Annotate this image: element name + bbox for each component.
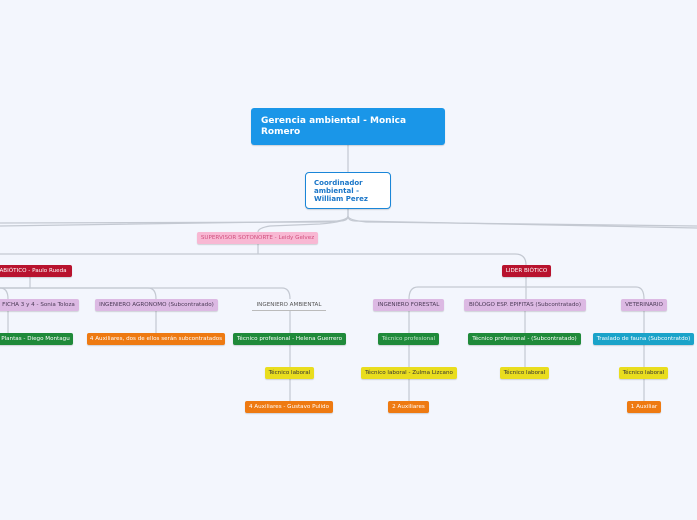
abiotico-leader-node[interactable]: ABIÓTICO - Paulo Rueda <box>0 265 72 277</box>
tecnico-laboral-biologo[interactable]: Técnico laboral <box>500 367 549 379</box>
role-node-biologo[interactable]: BIÓLOGO ESP. EPIFITAS (Subcontratado) <box>464 299 586 311</box>
staff-node-tecnico-forestal[interactable]: Técnico profesional <box>378 333 439 345</box>
role-node-agronomo[interactable]: INGENIERO AGRONOMO (Subcontratado) <box>95 299 218 311</box>
staff-node-helena[interactable]: Técnico profesional - Helena Guerrero <box>233 333 346 345</box>
tecnico-laboral-ambiental[interactable]: Técnico laboral <box>265 367 314 379</box>
role-node-forestal[interactable]: INGENIERO FORESTAL <box>373 299 444 311</box>
tecnico-laboral-veterinario[interactable]: Técnico laboral <box>619 367 668 379</box>
auxiliares-gustavo[interactable]: 4 Auxiliares - Gustavo Pulido <box>245 401 333 413</box>
staff-node-plantas[interactable]: Plantas - Diego Montagu <box>0 333 73 345</box>
staff-node-traslado-fauna[interactable]: Traslado de fauna (Subcontratdo) <box>593 333 694 345</box>
supervisor-node[interactable]: SUPERVISOR SOTONORTE - Leidy Gelvez <box>197 232 318 244</box>
auxiliar-veterinario[interactable]: 1 Auxiliar <box>627 401 661 413</box>
coordinator-node[interactable]: Coordinador ambiental - William Perez <box>305 172 391 209</box>
role-node-ficha[interactable]: FICHA 3 y 4 - Sonia Toloza <box>0 299 79 311</box>
tecnico-laboral-zulma[interactable]: Técnico laboral - Zulma Lizcano <box>361 367 457 379</box>
role-node-veterinario[interactable]: VETERINARIO <box>621 299 667 311</box>
biotico-leader-node[interactable]: LIDER BIÓTICO <box>502 265 551 277</box>
staff-node-auxiliares-agronomo[interactable]: 4 Auxiliares, dos de ellos serán subcont… <box>87 333 225 345</box>
staff-node-tecnico-biologo[interactable]: Técnico profesional - (Subcontratado) <box>468 333 581 345</box>
auxiliares-forestal[interactable]: 2 Auxiliares <box>388 401 429 413</box>
root-node-gerencia[interactable]: Gerencia ambiental - Monica Romero <box>251 108 445 145</box>
role-node-ambiental[interactable]: INGENIERO AMBIENTAL <box>252 299 326 311</box>
